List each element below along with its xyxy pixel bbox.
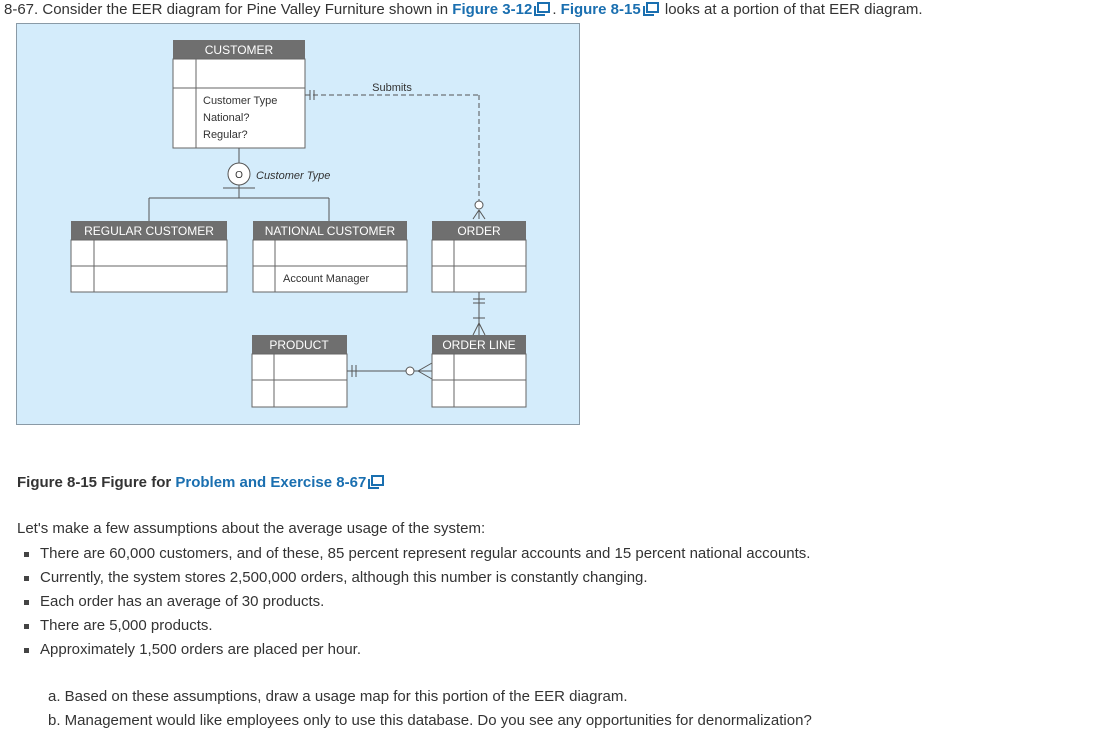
intro-suffix: looks at a portion of that EER diagram. xyxy=(660,1,923,18)
list-item: Approximately 1,500 orders are placed pe… xyxy=(22,640,810,664)
external-link-icon[interactable] xyxy=(534,2,551,16)
order-line-title: ORDER LINE xyxy=(442,338,515,352)
external-link-icon[interactable] xyxy=(368,475,385,489)
question-a: a. Based on these assumptions, draw a us… xyxy=(48,688,628,705)
national-customer-entity: NATIONAL CUSTOMER Account Manager xyxy=(252,221,408,293)
intro-prefix: 8-67. Consider the EER diagram for Pine … xyxy=(4,1,453,18)
customer-title: CUSTOMER xyxy=(205,43,274,57)
order-orderline-relationship xyxy=(472,292,486,336)
assumptions-intro: Let's make a few assumptions about the a… xyxy=(17,520,486,537)
customer-attr-national: National? xyxy=(203,112,249,124)
disjoint-symbol: O xyxy=(235,170,243,181)
submits-label: Submits xyxy=(372,82,412,94)
product-orderline-relationship xyxy=(347,362,433,380)
regular-customer-title: REGULAR CUSTOMER xyxy=(84,224,214,238)
order-entity: ORDER xyxy=(431,221,527,293)
national-customer-attr: Account Manager xyxy=(283,273,370,285)
list-item: There are 60,000 customers, and of these… xyxy=(22,544,810,568)
figure-3-12-link[interactable]: Figure 3-12 xyxy=(452,1,533,18)
regular-customer-entity: REGULAR CUSTOMER xyxy=(70,221,228,293)
problem-intro: 8-67. Consider the EER diagram for Pine … xyxy=(4,1,923,18)
eer-diagram: CUSTOMER Customer Type National? Regular… xyxy=(16,23,580,425)
product-entity: PRODUCT xyxy=(251,335,348,408)
list-item: Each order has an average of 30 products… xyxy=(22,592,810,616)
subtype-discriminator: Customer Type xyxy=(256,170,330,182)
figure-caption: Figure 8-15 Figure for Problem and Exerc… xyxy=(17,474,386,491)
customer-entity: CUSTOMER Customer Type National? Regular… xyxy=(172,40,306,149)
problem-8-67-link[interactable]: Problem and Exercise 8-67 xyxy=(175,474,367,491)
intro-mid: . xyxy=(552,1,561,18)
subtype-hierarchy: O Customer Type xyxy=(148,148,330,221)
order-line-entity: ORDER LINE xyxy=(431,335,527,408)
list-item: There are 5,000 products. xyxy=(22,616,810,640)
assumptions-list: There are 60,000 customers, and of these… xyxy=(22,544,810,664)
order-title: ORDER xyxy=(457,224,501,238)
customer-attr-regular: Regular? xyxy=(203,129,248,141)
figure-8-15-link[interactable]: Figure 8-15 xyxy=(560,1,641,18)
question-b: b. Management would like employees only … xyxy=(48,712,812,729)
external-link-icon[interactable] xyxy=(642,2,659,16)
submits-relationship: Submits xyxy=(305,82,486,220)
national-customer-title: NATIONAL CUSTOMER xyxy=(265,224,396,238)
product-title: PRODUCT xyxy=(269,338,329,352)
customer-attr-type: Customer Type xyxy=(203,95,277,107)
caption-prefix: Figure 8-15 Figure for xyxy=(17,474,176,491)
list-item: Currently, the system stores 2,500,000 o… xyxy=(22,568,810,592)
